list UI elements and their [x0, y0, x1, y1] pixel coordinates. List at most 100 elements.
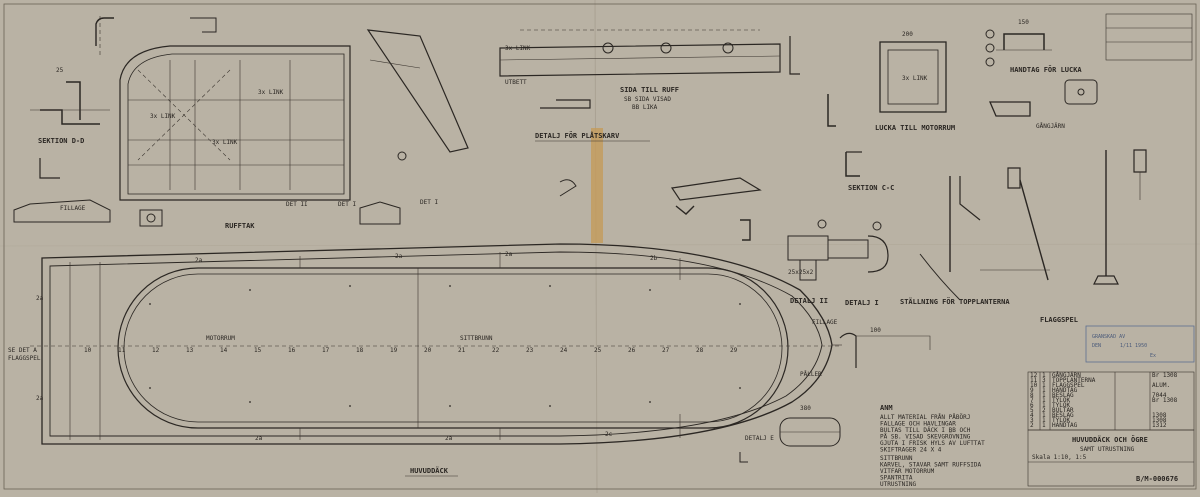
table-cell-pos: 3 [1030, 417, 1034, 424]
table-cell-pos: 6 [1030, 402, 1034, 409]
label-fillet-detail: FILLAGE [60, 205, 86, 212]
note-line: BULTAS TILL DÄCK I BB OCH [880, 427, 971, 434]
title-roof: RUFFTAK [225, 222, 255, 230]
label-fillet: FILLAGE [812, 319, 838, 326]
dim-2c: 2c [605, 431, 613, 438]
title-section-cc: SEKTION C-C [848, 184, 894, 192]
revision-box [1105, 13, 1193, 61]
dim-100-bow: 100 [870, 327, 881, 334]
table-cell-qty: 1 [1042, 397, 1046, 404]
note-part-line: KARVEL, STAVAR SAMT RUFFSIDA [880, 462, 982, 469]
table-cell-name: TYLOK [1052, 402, 1070, 409]
note-part-line: SITTBRUNN [880, 455, 913, 462]
table-cell-mat: 7044 [1152, 392, 1167, 399]
dim-3x-link-c: 3x LINK [258, 89, 284, 96]
table-cell-mat: 1308 [1152, 412, 1167, 419]
note-line: ALLT MATERIAL FRÅN PÅBÖRJ [880, 414, 970, 421]
note-line: PÅ SB. VISAD SKEVGRÖVNING [880, 434, 971, 441]
table-cell-pos: 10 [1030, 382, 1038, 389]
title-detail-2: DETALJ II [790, 297, 828, 305]
table-cell-pos: 11 [1030, 377, 1038, 384]
table-cell-qty: 1 [1042, 402, 1046, 409]
table-cell-qty: 1 [1042, 372, 1046, 379]
title-main-deck: HUVUDDÄCK [410, 466, 449, 475]
subtitle-side-ruff-2: BB LIKA [632, 104, 658, 111]
stamp-line1: GRANSKAD AV [1092, 334, 1125, 340]
frame-number: 11 [118, 347, 126, 354]
dim-2a-b: 2a [395, 253, 403, 260]
label-det-2: DET II [286, 201, 308, 208]
bracket-detail-mid [559, 177, 762, 241]
label-hinge: GÅNGJÄRN [1036, 123, 1065, 130]
frame-number: 12 [152, 347, 160, 354]
frame-number: 15 [254, 347, 262, 354]
dim-2a-g: 2a [36, 395, 44, 402]
table-cell-name: BULTAR [1052, 407, 1074, 414]
table-cell-mat: 1308 [1152, 417, 1167, 424]
title-handle-hatch: HANDTAG FÖR LUCKA [1010, 65, 1082, 74]
table-cell-pos: 5 [1030, 407, 1034, 414]
title-section-dd: SEKTION D-D [38, 137, 84, 145]
dim-380: 380 [800, 405, 811, 412]
main-deck-plan: 2a 2a 2a 2b 2a 2a 2c 2a 2a MOTORRUM SITT… [8, 243, 842, 477]
frame-number: 13 [186, 347, 194, 354]
frame-number: 24 [560, 347, 568, 354]
table-cell-name: TOPPLANTERNA [1052, 377, 1096, 384]
table-cell-mat: Br 1308 [1152, 372, 1178, 379]
frame-number: 16 [288, 347, 296, 354]
title-side-ruff: SIDA TILL RUFF [620, 86, 679, 94]
note-line: FALLAGE OCH HAVLINGAR [880, 421, 956, 428]
plate-splice-detail: DETALJ FÖR PLÅTSKARV [535, 99, 650, 142]
hatch-handle: 150 HANDTAG FÖR LUCKA GÅNGJÄRN [985, 19, 1098, 130]
table-cell-mat: Br 1308 [1152, 397, 1178, 404]
fillet-detail: FILLAGE [13, 199, 163, 227]
flagpole: FLAGGSPEL [1040, 149, 1147, 324]
roof-plan: 3x LINK 3x LINK 3x LINK DET II DET I RUF… [119, 45, 356, 230]
title-lantern-mount: STÄLLNING FÖR TOPPLANTERNA [900, 297, 1010, 306]
subtitle-side-ruff-1: SB SIDA VISAD [624, 96, 671, 103]
stamp-line2: DEN [1092, 343, 1101, 349]
drawing-number: B/M-000676 [1136, 475, 1178, 483]
title-detail-e: DETALJ E [745, 435, 774, 442]
table-cell-name: BESLAG [1052, 412, 1074, 419]
dim-3x-link-b: 3x LINK [212, 139, 238, 146]
table-cell-name: FLAGGSPEL [1052, 382, 1085, 389]
label-utbett: UTBETT [505, 79, 527, 86]
title-plate-detail: DETALJ FÖR PLÅTSKARV [535, 131, 620, 140]
hatch-motor-room: 3x LINK 200 LUCKA TILL MOTORRUM SEKTION … [827, 31, 955, 192]
ruff-bracket: DET I [359, 29, 469, 225]
drawing-scale: Skala 1:10, 1:5 [1032, 454, 1087, 461]
label-bollard: PÅLLER [800, 371, 822, 378]
title-flagpole: FLAGGSPEL [1040, 316, 1078, 324]
frame-number: 14 [220, 347, 228, 354]
dim-2a-e: 2a [445, 435, 453, 442]
note-part-line: SPANTRITA [880, 475, 913, 482]
bow-section-detail: 100 [839, 327, 931, 368]
dim-link-side: 3x LINK [505, 45, 531, 52]
label-det-1-b: DET I [420, 199, 438, 206]
table-cell-name: HANDTAG [1052, 422, 1078, 429]
lantern-mount: STÄLLNING FÖR TOPPLANTERNA [900, 167, 1050, 306]
frame-number: 19 [390, 347, 398, 354]
note-part-line: UTRUSTNING [880, 481, 917, 488]
frame-number: 27 [662, 347, 670, 354]
table-cell-pos: 9 [1030, 387, 1034, 394]
dim-rb: 25x25x2 [788, 269, 814, 276]
note-part-line: VITFAR MOTORRUM [880, 468, 935, 475]
table-cell-qty: 2 [1042, 407, 1046, 414]
table-cell-qty: 1 [1042, 422, 1046, 429]
table-cell-qty: 1 [1042, 412, 1046, 419]
frame-number: 17 [322, 347, 330, 354]
dim-2b: 2b [650, 255, 658, 262]
label-motor-room: MOTORRUM [206, 335, 235, 342]
table-cell-qty: 1 [1042, 382, 1046, 389]
frame-number: 28 [696, 347, 704, 354]
stamp-sign: Ex [1150, 353, 1156, 359]
table-cell-mat: 1312 [1152, 422, 1167, 429]
table-cell-pos: 8 [1030, 392, 1034, 399]
